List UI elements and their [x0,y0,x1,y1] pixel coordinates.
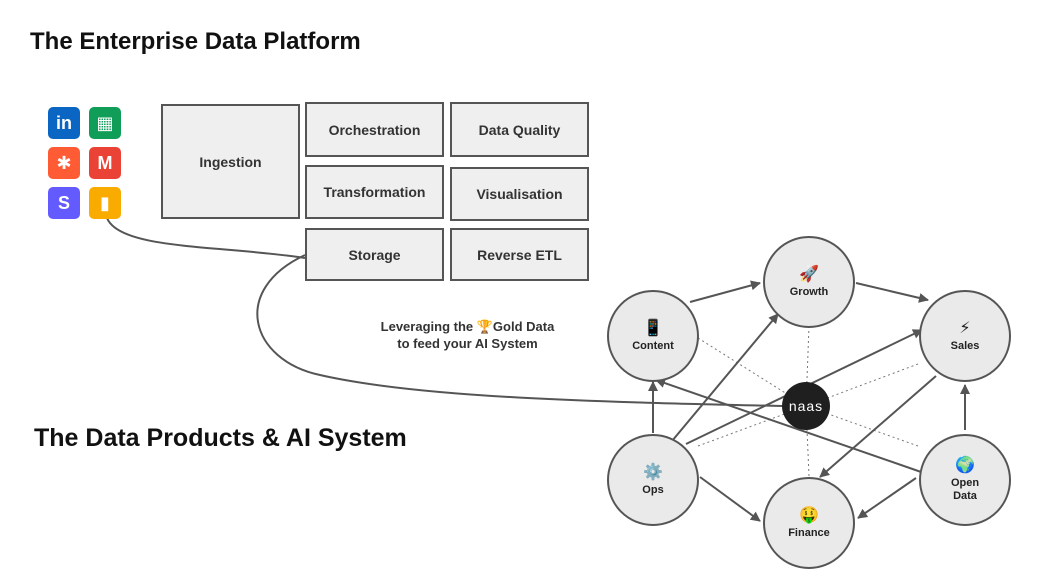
lightning-icon: ⚡ [959,319,971,337]
node-label: Finance [788,526,830,539]
globe-icon: 🌍 [955,457,975,474]
data-quality-block: Data Quality [450,102,589,157]
naas-hub: naas [782,382,830,430]
gold-data-caption: Leveraging the 🏆Gold Data to feed your A… [360,318,575,352]
rocket-icon: 🚀 [799,265,819,283]
google-analytics-icon: ▮ [89,187,121,219]
node-label: Content [632,339,674,352]
storage-block: Storage [305,228,444,281]
node-label: Ops [642,483,664,496]
node-label: Open Data [950,477,980,502]
node-content: 📱 Content [607,290,699,382]
node-finance: 🤑 Finance [763,477,855,569]
gear-icon: ⚙️ [643,463,663,481]
linkedin-icon: in [48,107,80,139]
google-sheets-icon: ▦ [89,107,121,139]
caption-line-1: Leveraging the 🏆Gold Data [380,319,555,334]
gmail-icon: M [89,147,121,179]
platform-title: The Enterprise Data Platform [30,28,361,55]
stripe-icon: S [48,187,80,219]
reverse-etl-block: Reverse ETL [450,228,589,281]
node-ops: ⚙️ Ops [607,434,699,526]
node-sales: ⚡ Sales [919,290,1011,382]
orchestration-block: Orchestration [305,102,444,157]
node-growth: 🚀 Growth [763,236,855,328]
node-label: Sales [950,339,980,352]
ingestion-block: Ingestion [161,104,300,219]
node-label: Growth [789,285,829,298]
money-face-icon: 🤑 [799,506,819,524]
caption-line-2: to feed your AI System [397,336,538,351]
node-open-data: 🌍 Open Data [919,434,1011,526]
visualisation-block: Visualisation [450,167,589,221]
hubspot-icon: ✱ [48,147,80,179]
phone-icon: 📱 [643,319,663,337]
ai-system-title: The Data Products & AI System [34,424,407,452]
transformation-block: Transformation [305,165,444,219]
